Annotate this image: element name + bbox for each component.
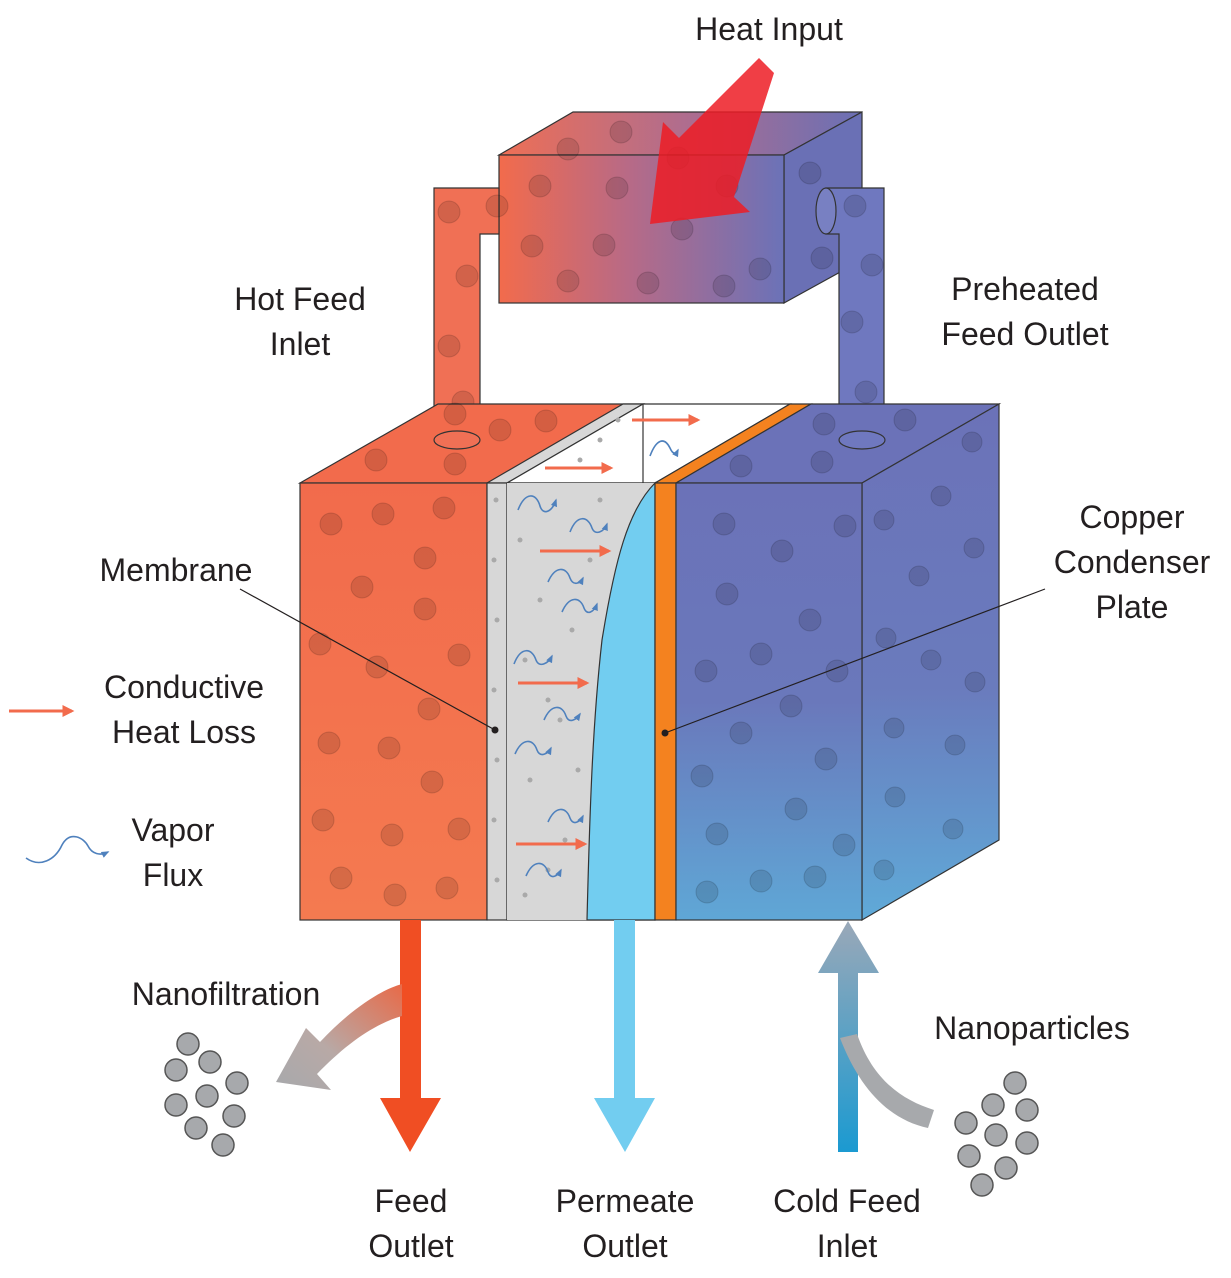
hot-feed-pipe <box>433 187 509 441</box>
cold-feed-channel <box>675 482 863 921</box>
hot-feed-inlet-label: Hot Feed <box>234 281 366 317</box>
vapor-flux-label-2: Flux <box>143 857 203 893</box>
heat-input-arrow <box>650 58 774 224</box>
feed-outlet-label-2: Outlet <box>368 1228 453 1264</box>
copper-plate-label-2: Condenser <box>1054 544 1211 580</box>
copper-condenser-plate <box>654 482 677 921</box>
md-module <box>297 402 1002 922</box>
hot-feed-channel <box>299 482 488 921</box>
membrane-layer <box>486 482 508 921</box>
heat-loss-arrows <box>516 414 701 850</box>
permeate-film <box>586 481 656 921</box>
nanoparticles-label: Nanoparticles <box>934 1010 1130 1046</box>
copper-plate-label-3: Plate <box>1096 589 1169 625</box>
nanoparticles-arrow <box>840 1034 934 1128</box>
conductive-heat-loss-label: Conductive <box>104 669 264 705</box>
vapor-flux-legend-icon <box>25 835 110 864</box>
vapor-flux-label: Vapor <box>131 812 214 848</box>
nanoparticles-cluster <box>954 1071 1039 1197</box>
nanofiltration-arrow <box>276 984 402 1090</box>
nanofiltration-label: Nanofiltration <box>132 976 321 1012</box>
permeate-outlet-label-2: Outlet <box>582 1228 667 1264</box>
heat-input-label: Heat Input <box>695 11 843 47</box>
cold-feed-inlet-label: Cold Feed <box>773 1183 921 1219</box>
copper-plate-label: Copper <box>1080 499 1185 535</box>
copper-plate-leader <box>664 588 1046 734</box>
feed-outlet-label: Feed <box>375 1183 448 1219</box>
membrane-leader <box>239 588 496 731</box>
conductive-heat-loss-label-2: Heat Loss <box>112 714 256 750</box>
preheated-feed-outlet-label: Preheated <box>951 271 1099 307</box>
membrane-label: Membrane <box>100 552 253 588</box>
permeate-outlet-label: Permeate <box>556 1183 695 1219</box>
cold-feed-inlet-label-2: Inlet <box>817 1228 878 1264</box>
nanofiltration-particles <box>164 1032 249 1157</box>
vapor-flux-arrows <box>513 440 679 878</box>
preheated-feed-pipe <box>815 187 885 441</box>
hot-feed-inlet-label-2: Inlet <box>270 326 331 362</box>
feed-outlet-arrow <box>380 920 441 1152</box>
preheated-feed-outlet-label-2: Feed Outlet <box>941 316 1108 352</box>
permeate-outlet-arrow <box>594 920 655 1152</box>
